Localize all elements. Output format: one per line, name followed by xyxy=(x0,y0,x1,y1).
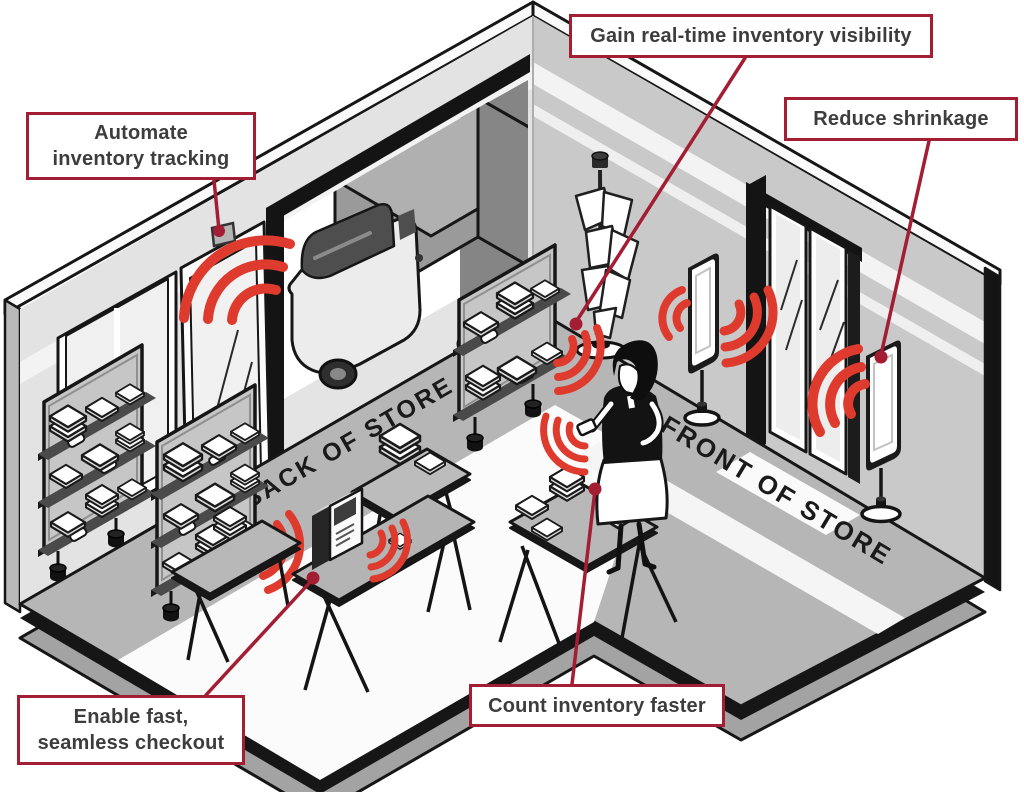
callout-reduce-shrinkage: Reduce shrinkage xyxy=(784,97,1018,141)
callout-dot-enable xyxy=(306,571,320,585)
callout-gain-realtime-visibility: Gain real-time inventory visibility xyxy=(569,14,933,58)
callout-dot-count xyxy=(588,482,602,496)
pedestal-door-signal-waves-icon xyxy=(719,285,778,368)
callout-line-enable xyxy=(204,577,315,697)
handheld-rfid-reader-icon xyxy=(576,418,598,437)
callout-line-automate xyxy=(212,178,221,232)
checkout-counter xyxy=(291,487,476,693)
shelf-unit-left-1 xyxy=(38,343,156,583)
floor: BACK OF STORE FRONT OF STORE xyxy=(18,306,987,792)
callout-dot-automate xyxy=(213,225,225,237)
callout-line-reduce xyxy=(879,139,931,357)
callout-count-inventory-faster: Count inventory faster xyxy=(469,684,725,727)
callout-line-count xyxy=(570,488,597,686)
small-side-table xyxy=(170,507,302,663)
callout-line-gain xyxy=(574,56,747,324)
pos-terminal-icon xyxy=(312,487,364,570)
checkout-signal-waves-icon xyxy=(366,518,412,583)
sliding-entrance-door xyxy=(746,175,862,484)
callout-enable-fast-checkout: Enable fast, seamless checkout xyxy=(17,695,245,765)
pedestal-window-signal-waves-icon xyxy=(807,344,870,437)
callout-dot-gain xyxy=(569,317,583,331)
callout-automate-inventory-tracking: Automate inventory tracking xyxy=(26,112,256,180)
shelf-signal-waves-icon xyxy=(553,324,605,395)
store-associate-figure xyxy=(576,340,669,575)
loading-doorway xyxy=(266,54,530,476)
callout-connectors xyxy=(204,56,931,697)
pedestal-door-signal-waves-left-icon xyxy=(658,286,691,341)
rfid-pedestal-window-icon xyxy=(860,340,902,524)
rfid-pedestal-door-icon xyxy=(683,253,721,427)
callout-dot-reduce xyxy=(874,350,888,364)
shelf-unit-center xyxy=(453,243,571,453)
handheld-signal-waves-icon xyxy=(540,412,589,476)
door-signal-waves-icon xyxy=(179,235,295,325)
